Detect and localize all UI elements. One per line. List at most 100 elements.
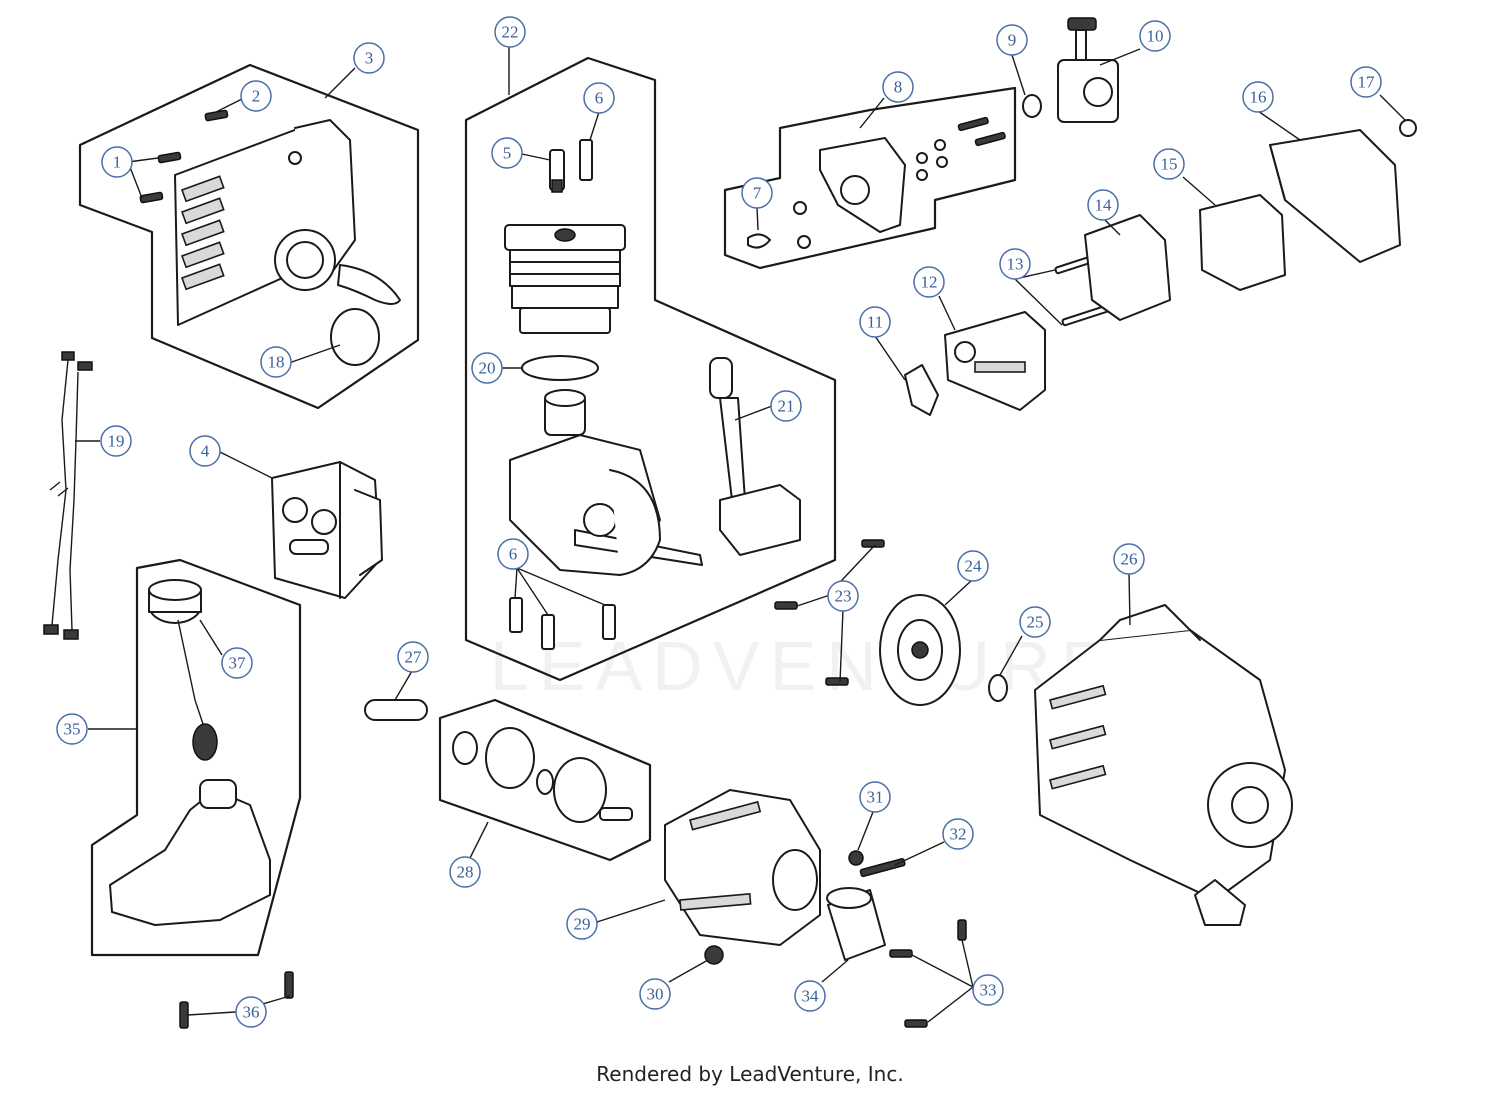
drive-housing-part — [664, 789, 821, 946]
svg-text:9: 9 — [1008, 31, 1017, 50]
engine-cover-part — [174, 119, 401, 326]
svg-text:6: 6 — [509, 545, 518, 564]
watermark: LEADVENTURE — [490, 627, 1117, 705]
callout-6-bottom: 6 — [497, 538, 529, 570]
recoil-starter-housing-part — [1034, 604, 1293, 926]
washer-part-25 — [988, 674, 1008, 702]
screw-part-23 — [774, 539, 885, 686]
callout-20: 20 — [471, 352, 503, 384]
svg-text:24: 24 — [965, 557, 983, 576]
svg-text:31: 31 — [867, 788, 884, 807]
flywheel-part — [879, 594, 961, 706]
cylinder-part — [504, 224, 626, 334]
leader-lines — [75, 42, 1406, 1023]
foam-filter-part — [1199, 194, 1286, 291]
group-outline-clutch — [438, 698, 652, 862]
callout-16: 16 — [1242, 81, 1274, 113]
air-filter-base-part — [944, 311, 1046, 411]
callout-17: 17 — [1350, 66, 1382, 98]
svg-text:28: 28 — [457, 863, 474, 882]
callout-11: 11 — [859, 306, 891, 338]
svg-text:8: 8 — [894, 78, 903, 97]
screw-part-1 — [139, 109, 229, 204]
callout-37: 37 — [221, 647, 253, 679]
svg-text:10: 10 — [1147, 27, 1164, 46]
callout-22: 22 — [494, 16, 526, 48]
callout-29: 29 — [566, 908, 598, 940]
svg-text:18: 18 — [268, 353, 285, 372]
o-ring-part-18 — [330, 308, 380, 366]
callout-21: 21 — [770, 390, 802, 422]
screw-part-31 — [848, 850, 864, 866]
svg-text:17: 17 — [1358, 73, 1376, 92]
callout-2: 2 — [240, 80, 272, 112]
spark-plug-part — [549, 149, 565, 193]
crankcase-part — [509, 389, 703, 576]
pin-part-27 — [364, 699, 428, 721]
callout-4: 4 — [189, 435, 221, 467]
filter-element-part-14 — [1084, 214, 1171, 321]
callout-28: 28 — [449, 856, 481, 888]
tube-part-34 — [826, 887, 886, 961]
svg-text:21: 21 — [778, 397, 795, 416]
gasket-part-11 — [904, 364, 939, 416]
callout-33: 33 — [972, 974, 1004, 1006]
callout-7: 7 — [741, 177, 773, 209]
bolt-part-32 — [859, 858, 906, 878]
callout-30: 30 — [639, 978, 671, 1010]
svg-text:26: 26 — [1121, 550, 1138, 569]
svg-text:30: 30 — [647, 985, 664, 1004]
group-outline-housing — [78, 63, 420, 410]
air-filter-cover-part — [1269, 129, 1401, 263]
callout-10: 10 — [1139, 20, 1171, 52]
callout-8: 8 — [882, 71, 914, 103]
callout-32: 32 — [942, 818, 974, 850]
callout-27: 27 — [397, 641, 429, 673]
filter-housing-part — [271, 461, 383, 599]
svg-text:32: 32 — [950, 825, 967, 844]
fuel-cap-part — [148, 579, 218, 761]
svg-text:16: 16 — [1250, 88, 1267, 107]
gasket-ring-part-20 — [521, 355, 599, 381]
svg-text:37: 37 — [229, 654, 247, 673]
callout-23: 23 — [827, 580, 859, 612]
svg-text:12: 12 — [921, 273, 938, 292]
svg-text:23: 23 — [835, 587, 852, 606]
callout-3: 3 — [353, 42, 385, 74]
carburetor-part — [1057, 17, 1119, 123]
svg-text:4: 4 — [201, 442, 210, 461]
svg-text:25: 25 — [1027, 613, 1044, 632]
svg-text:35: 35 — [64, 720, 81, 739]
svg-text:33: 33 — [980, 981, 997, 1000]
svg-text:2: 2 — [252, 87, 261, 106]
cover-knob-part — [1399, 119, 1417, 137]
svg-text:13: 13 — [1007, 255, 1024, 274]
svg-text:11: 11 — [867, 313, 883, 332]
wire-harness-part — [43, 351, 93, 640]
svg-text:36: 36 — [243, 1003, 260, 1022]
callout-1: 1 — [101, 146, 133, 178]
callout-34: 34 — [794, 980, 826, 1012]
svg-text:27: 27 — [405, 648, 423, 667]
callout-35: 35 — [56, 713, 88, 745]
callout-25: 25 — [1019, 606, 1051, 638]
screw-part-6-bottom — [509, 597, 616, 650]
screw-part-33 — [889, 919, 967, 1028]
callout-36: 36 — [235, 996, 267, 1028]
carb-mount-plate-part — [747, 116, 1006, 249]
primer-bulb-part — [1022, 94, 1042, 118]
svg-text:6: 6 — [595, 89, 604, 108]
svg-text:19: 19 — [108, 432, 125, 451]
callout-31: 31 — [859, 781, 891, 813]
footer-credit: Rendered by LeadVenture, Inc. — [596, 1062, 904, 1086]
callout-19: 19 — [100, 425, 132, 457]
screw-part-36 — [179, 971, 294, 1029]
svg-text:14: 14 — [1095, 196, 1113, 215]
svg-text:34: 34 — [802, 987, 820, 1006]
group-outline-engine — [464, 56, 837, 682]
callout-15: 15 — [1153, 148, 1185, 180]
callout-6-top: 6 — [583, 82, 615, 114]
callout-13: 13 — [999, 248, 1031, 280]
clutch-assembly-part — [452, 727, 633, 823]
